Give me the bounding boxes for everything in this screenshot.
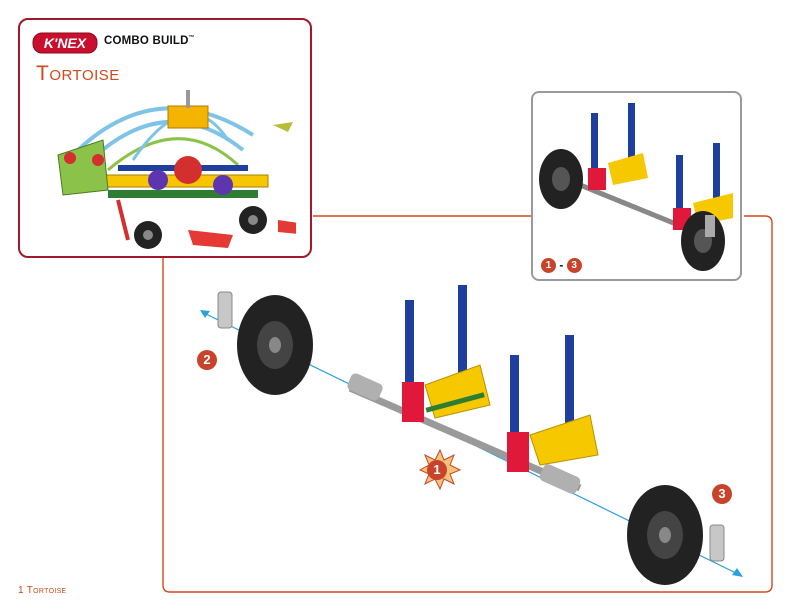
- range-separator: -: [559, 258, 564, 272]
- axle-preview-image: [539, 103, 733, 271]
- main-assembly-diagram: [200, 285, 743, 585]
- range-end-badge: 3: [566, 258, 582, 274]
- step-range-label: 1 - 3: [541, 258, 582, 274]
- page-footer: 1 Tortoise: [18, 585, 67, 596]
- range-start-badge: 1: [541, 258, 556, 274]
- model-title: Tortoise: [36, 62, 120, 85]
- knex-logo: K'NEX: [32, 32, 98, 54]
- step-3-badge: 3: [712, 484, 732, 504]
- step-preview-card: 1 - 3: [531, 91, 742, 281]
- tortoise-model-image: [57, 90, 296, 249]
- title-card: K'NEX COMBO BUILD™ Tortoise: [18, 18, 312, 258]
- series-name: COMBO BUILD™: [104, 35, 195, 47]
- step-1-badge: 1: [427, 460, 447, 480]
- svg-text:K'NEX: K'NEX: [44, 35, 88, 51]
- step-2-badge: 2: [197, 350, 217, 370]
